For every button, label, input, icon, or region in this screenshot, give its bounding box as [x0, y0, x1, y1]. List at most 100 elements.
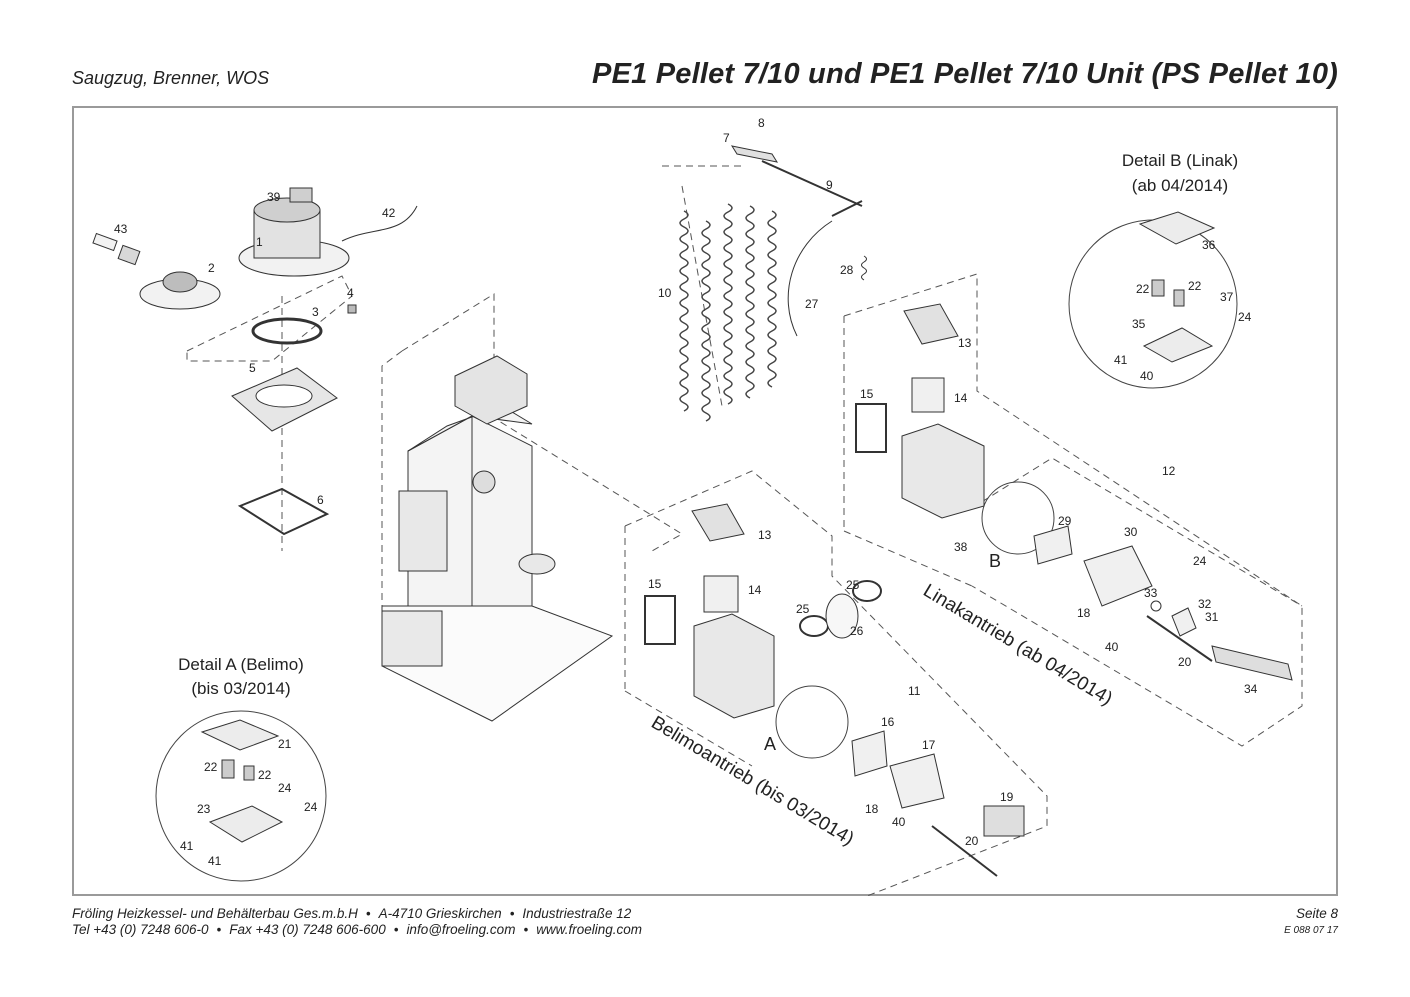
footer-city: A-4710 Grieskirchen	[378, 906, 502, 921]
bracket-7	[730, 145, 779, 163]
belimo-assembly	[644, 503, 1025, 877]
footer-street: Industriestraße 12	[522, 906, 632, 921]
part-label: 16	[881, 715, 895, 729]
feeder-box-a	[693, 613, 775, 719]
part-label: 10	[658, 286, 672, 300]
spring-3	[723, 203, 733, 405]
boiler-side	[471, 415, 533, 627]
part-label: 42	[382, 206, 396, 220]
part-label: 17	[922, 738, 936, 752]
part-label: 36	[1202, 238, 1216, 252]
footer-page-number: Seite 8	[1295, 906, 1338, 921]
part-label: 40	[892, 815, 906, 829]
belimo-drive-label: Belimoantrieb (bis 03/2014)	[647, 712, 857, 850]
actuator-34	[1211, 645, 1293, 681]
detail-a-contents	[200, 719, 284, 843]
nut-4	[347, 304, 357, 314]
part-label: 24	[1193, 554, 1207, 568]
footer-email: info@froeling.com	[406, 922, 516, 937]
boiler-window	[472, 470, 496, 494]
footer-bullet: •	[393, 922, 399, 937]
part-label: 30	[1124, 525, 1138, 539]
actuator-19	[983, 805, 1025, 837]
detail-a-circle	[155, 710, 327, 882]
part-label: 38	[954, 540, 968, 554]
footer-bullet: •	[509, 906, 515, 921]
detail-a-marker-circle	[775, 685, 849, 759]
part-label: 13	[958, 336, 972, 350]
part-label: 25	[846, 578, 860, 592]
part-number-labels: 1 2 3 4 5 6 7 8 9 10 11 12 13 13 14 14 1…	[114, 116, 1258, 868]
flange-32	[1171, 607, 1197, 637]
part-label: 23	[197, 802, 211, 816]
bracket-30	[1083, 545, 1153, 607]
boiler-body	[381, 355, 614, 722]
part-label: 3	[312, 305, 319, 319]
outline-assembly-11-bottom	[624, 690, 753, 767]
part-label: 40	[1140, 369, 1154, 383]
part-label: 7	[723, 131, 730, 145]
part-label: 6	[317, 493, 324, 507]
part-label: 15	[648, 577, 662, 591]
part-label: 12	[1162, 464, 1176, 478]
outline-assembly-12a	[843, 273, 1303, 747]
part-label: 41	[180, 839, 194, 853]
part-label: 20	[1178, 655, 1192, 669]
hopper-13b	[903, 303, 959, 345]
part-label: 14	[954, 391, 968, 405]
part-label: 4	[347, 286, 354, 300]
part-label: 39	[267, 190, 281, 204]
plate-16	[851, 730, 888, 777]
footer-bullet: •	[365, 906, 371, 921]
outline-fan	[186, 275, 353, 362]
grid-plate-36	[1138, 211, 1216, 245]
part-label: 24	[278, 781, 292, 795]
part-label: 22	[1136, 282, 1150, 296]
footer-address: Fröling Heizkessel- und Behälterbau Ges.…	[72, 906, 631, 921]
cable-42	[341, 205, 418, 242]
part-label: 24	[1238, 310, 1252, 324]
boiler-hopper	[454, 355, 528, 425]
linak-drive-label: Linakantrieb (ab 04/2014)	[919, 580, 1115, 710]
holder-35	[1142, 327, 1214, 363]
gasket-15a	[644, 595, 676, 645]
gasket-6	[237, 487, 330, 536]
spring-22a	[221, 759, 235, 779]
housing-14b	[911, 377, 945, 413]
part-label: 43	[114, 222, 128, 236]
lever-9	[831, 200, 863, 217]
grid-plate-21	[200, 719, 280, 751]
turbulator-rod	[730, 145, 867, 337]
footer-company: Fröling Heizkessel- und Behälterbau Ges.…	[72, 906, 358, 921]
part-label: 18	[865, 802, 879, 816]
footer-document-number: E 088 07 17	[1284, 925, 1338, 936]
outline-assembly-12a-bottom	[843, 530, 973, 587]
sleeve-26	[825, 593, 859, 639]
part-label: 22	[204, 760, 218, 774]
pipe-stub	[518, 553, 556, 575]
detail-a-marker: A	[764, 734, 776, 754]
footer-bullet: •	[523, 922, 529, 937]
detail-a-title: Detail A (Belimo)	[178, 655, 304, 674]
gasket-15b	[855, 403, 887, 453]
part-label: 19	[1000, 790, 1014, 804]
detail-b-marker-circle	[981, 481, 1055, 555]
spring-5	[767, 210, 777, 388]
rod-20b	[1146, 615, 1213, 662]
spring-4	[745, 205, 755, 399]
detail-a-date: (bis 03/2014)	[191, 679, 290, 698]
section-title: Saugzug, Brenner, WOS	[72, 68, 270, 88]
page-title: PE1 Pellet 7/10 und PE1 Pellet 7/10 Unit…	[592, 58, 1338, 90]
spring-22d	[1173, 289, 1185, 307]
linak-assembly	[855, 303, 1293, 681]
footer-contact: Tel +43 (0) 7248 606-0•Fax +43 (0) 7248 …	[72, 922, 642, 937]
part-label: 14	[748, 583, 762, 597]
footer-tel: Tel +43 (0) 7248 606-0	[72, 922, 209, 937]
outline-boiler-left	[381, 350, 403, 626]
part-label: 22	[258, 768, 272, 782]
part-label: 41	[208, 854, 222, 868]
part-label: 29	[1058, 514, 1072, 528]
part-label: 40	[1105, 640, 1119, 654]
detail-b-contents	[1138, 211, 1216, 363]
drawing-frame	[72, 106, 1338, 896]
